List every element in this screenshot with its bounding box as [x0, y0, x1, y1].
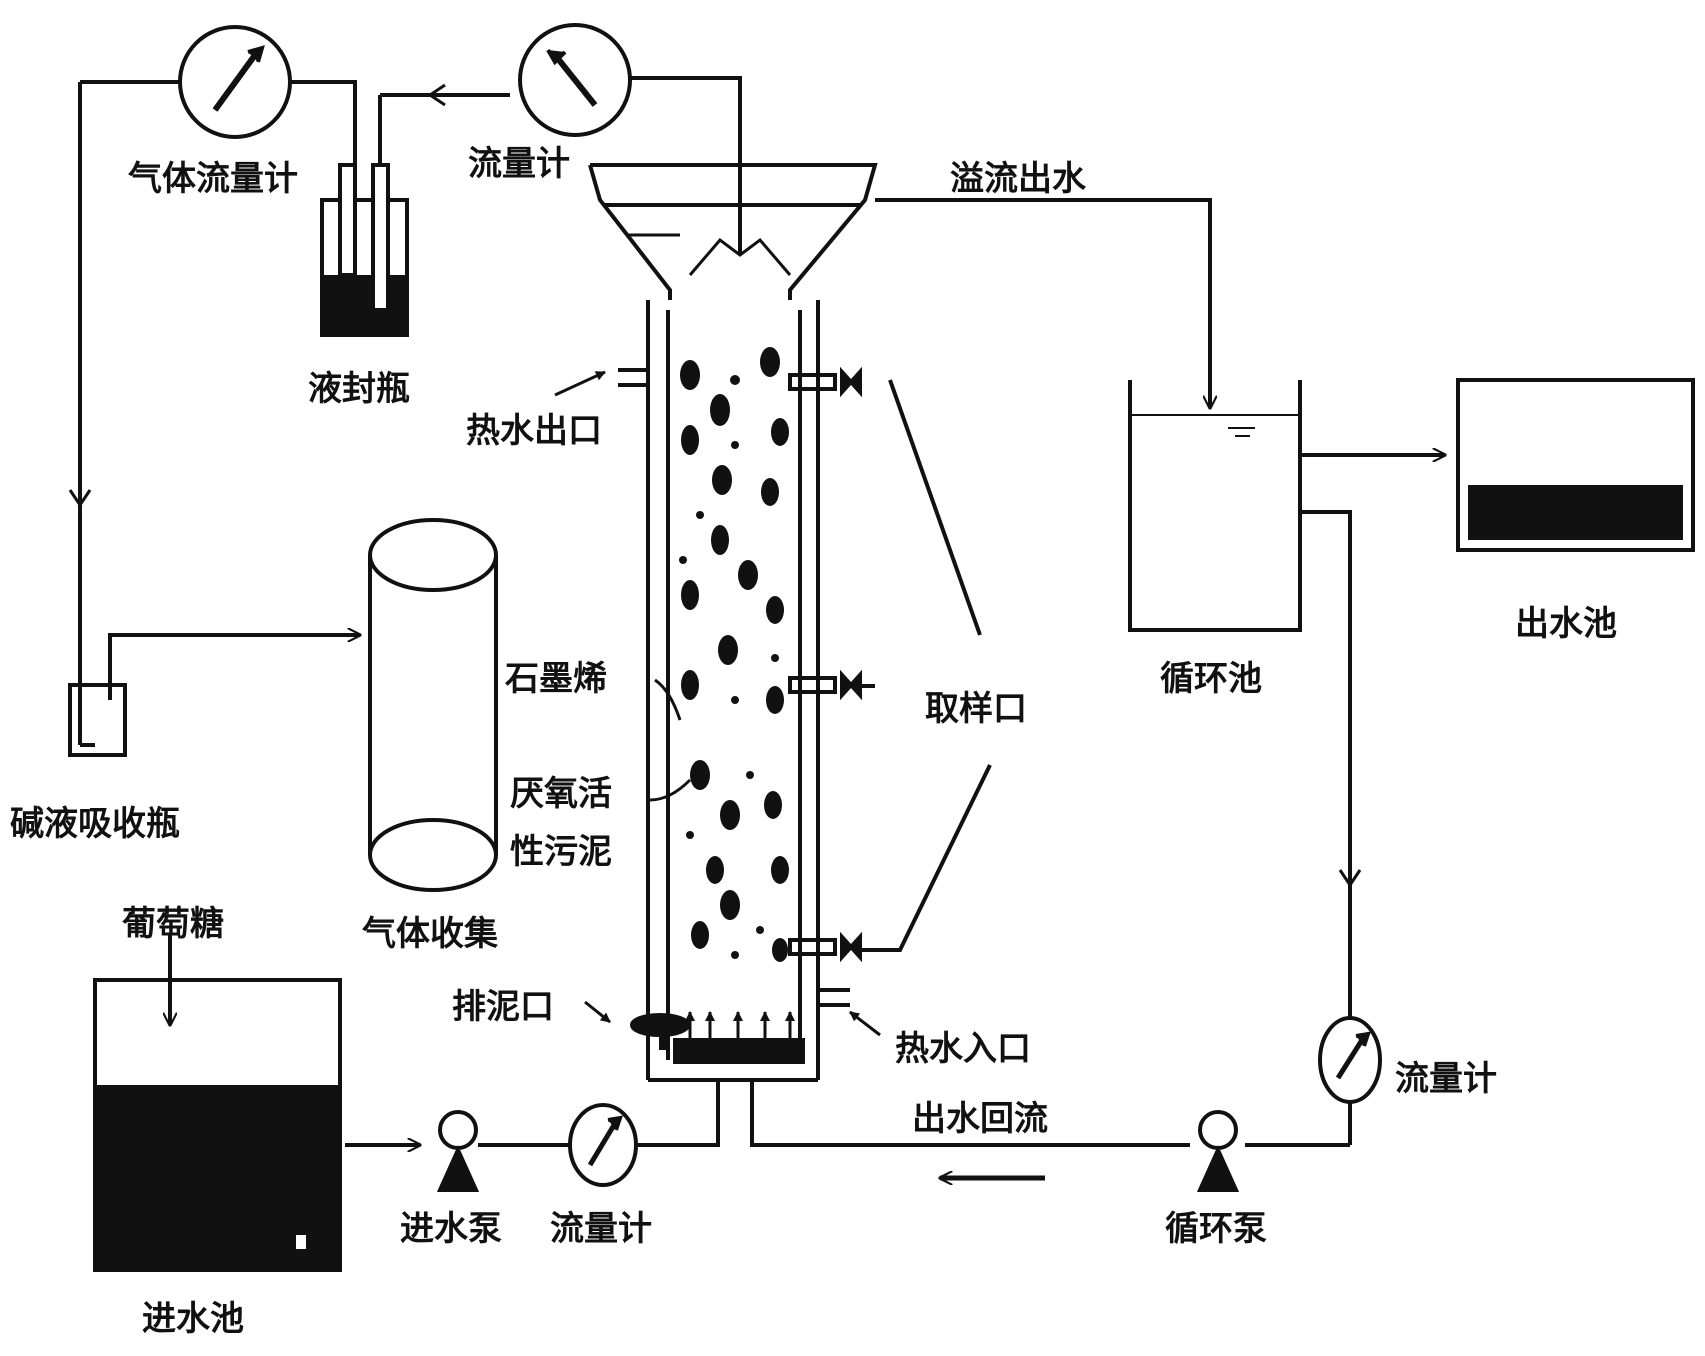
alkali-absorption-bottle: [68, 635, 360, 757]
flowmeter-bottom-label: 流量计: [550, 1209, 652, 1249]
recirculation-line: [750, 1080, 1350, 1178]
anaerobic-sludge-line1-label: 厌氧活: [510, 774, 612, 814]
sludge-particles: [679, 347, 789, 962]
circulation-tank: [1128, 380, 1445, 890]
circulation-pump-label: 循环泵: [1165, 1209, 1267, 1249]
circulation-tank-label: 循环池: [1160, 659, 1262, 699]
influent-line: [345, 1080, 720, 1145]
graphene-label: 石墨烯: [504, 659, 607, 699]
flowmeter-top-label: 流量计: [468, 144, 570, 184]
gas-pipeline: [68, 76, 742, 700]
hot-water-outlet-label: 热水出口: [466, 411, 602, 451]
gas-flowmeter-label: 气体流量计: [127, 159, 298, 199]
anaerobic-sludge-line2-label: 性污泥: [510, 832, 612, 872]
effluent-recirculation-label: 出水回流: [912, 1099, 1048, 1139]
overflow-effluent-label: 溢流出水: [950, 159, 1087, 199]
sampling-port-label: 取样口: [925, 689, 1027, 729]
alkali-absorption-bottle-label: 碱液吸收瓶: [10, 804, 180, 844]
influent-tank: [93, 935, 342, 1272]
inlet-pump: [436, 1110, 480, 1192]
effluent-tank-label: 出水池: [1515, 604, 1617, 644]
influent-tank-label: 进水池: [142, 1299, 244, 1339]
glucose-label: 葡萄糖: [122, 904, 224, 944]
effluent-tank: [1456, 378, 1695, 552]
labels: 气体流量计 流量计 溢流出水 液封瓶 热水出口 石墨烯 厌氧活 性污泥 取样口 …: [10, 144, 1617, 1339]
flowmeter-bottom: [568, 1103, 638, 1187]
upflow-arrows: [685, 1011, 795, 1040]
hot-water-inlet-label: 热水入口: [895, 1029, 1031, 1069]
sludge-discharge-port-label: 排泥口: [452, 987, 554, 1027]
sampling-ports: [788, 366, 992, 963]
liquid-seal-bottle-label: 液封瓶: [308, 369, 410, 409]
leader-lines: [554, 370, 881, 1037]
circulation-pump: [1196, 1110, 1240, 1192]
flowmeter-right: [1318, 890, 1382, 1145]
reactor: [588, 163, 878, 1082]
liquid-seal-bottle: [320, 163, 409, 337]
gas-collection-label: 气体收集: [361, 914, 498, 954]
flowmeter-top: [518, 23, 632, 137]
flowmeter-right-label: 流量计: [1395, 1059, 1497, 1099]
overflow-line: [875, 198, 1210, 408]
gas-collection-cylinder: [368, 518, 498, 892]
inlet-pump-label: 进水泵: [400, 1209, 502, 1249]
gas-flowmeter: [178, 25, 292, 139]
